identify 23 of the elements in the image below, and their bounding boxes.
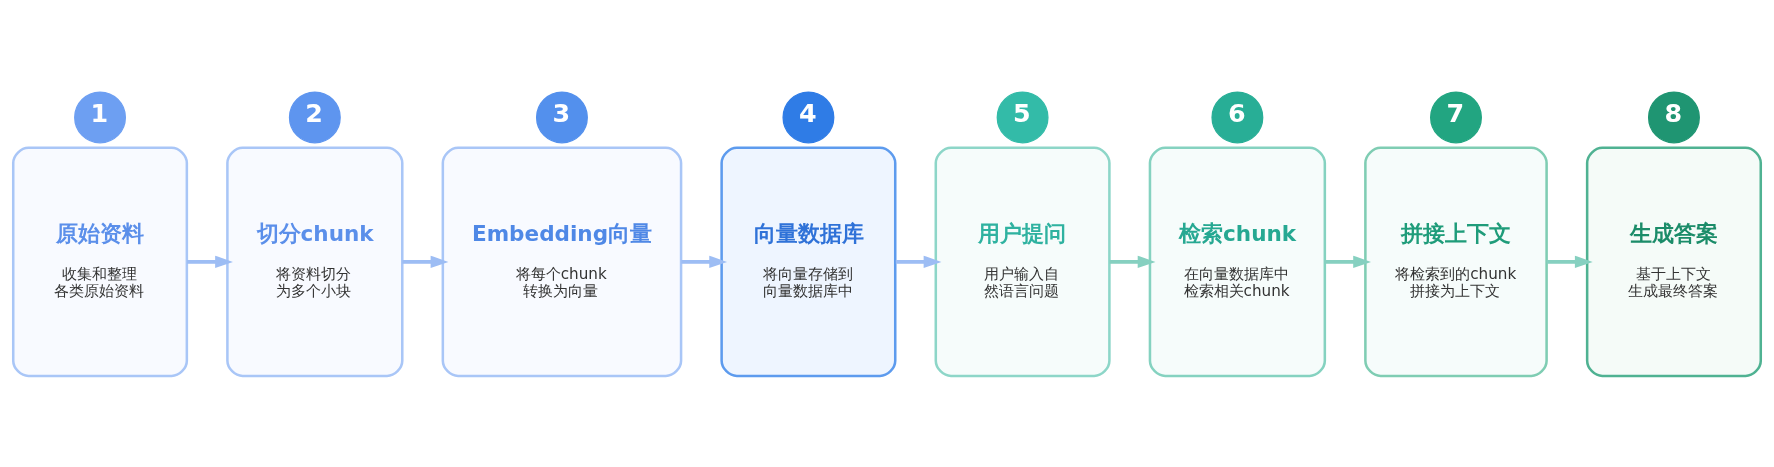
- node-circle: 4: [782, 90, 835, 143]
- node-box: 切分chunk 将资料切分为多个小块: [226, 146, 404, 377]
- arrow: [1546, 255, 1593, 268]
- arrow: [402, 255, 449, 268]
- node-box: 原始资料 收集和整理各类原始资料: [11, 146, 189, 377]
- node-box: 拼接上下文 将检索到的chunk拼接为上下文: [1364, 146, 1548, 377]
- node-circle: 3: [535, 90, 588, 143]
- node-circle: 8: [1647, 90, 1700, 143]
- arrow: [895, 255, 942, 268]
- node-circle: 2: [288, 90, 341, 143]
- node-circle: 7: [1430, 90, 1482, 143]
- arrow: [681, 255, 728, 268]
- node-box: 检索chunk 在向量数据库中检索相关chunk: [1148, 146, 1327, 377]
- arrow: [187, 255, 233, 268]
- node-circle: 6: [1211, 90, 1264, 143]
- arrow: [1109, 255, 1156, 268]
- node-box: Embedding向量 将每个chunk转换为向量: [441, 146, 683, 377]
- node-circle: 1: [74, 90, 127, 143]
- node-circle: 5: [996, 90, 1049, 143]
- node-box: 向量数据库 将向量存储到向量数据库中: [720, 146, 897, 377]
- node-box: 生成答案 基于上下文生成最终答案: [1585, 146, 1763, 377]
- node-box: 用户提问 用户输入自然语言问题: [934, 146, 1111, 377]
- arrow: [1325, 255, 1371, 268]
